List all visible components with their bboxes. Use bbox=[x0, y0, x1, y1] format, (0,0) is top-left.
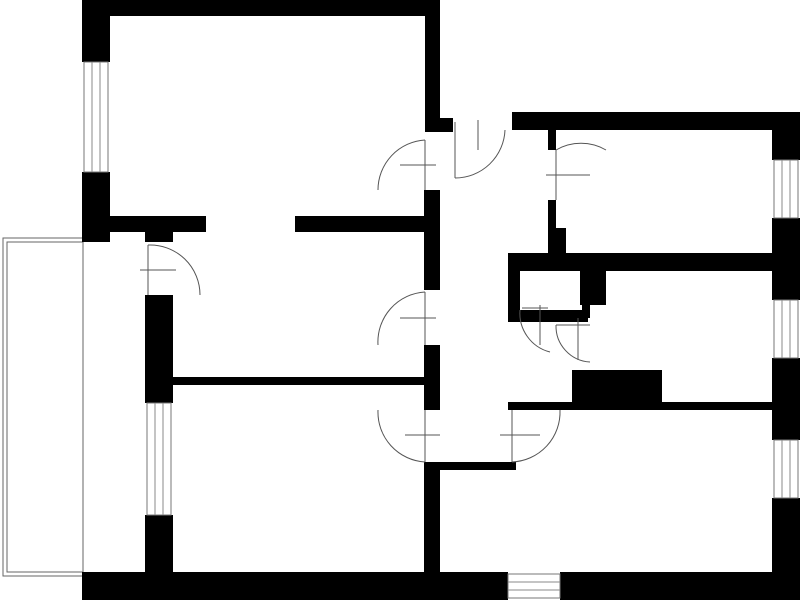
wall-bedroom-left-top bbox=[548, 128, 556, 150]
wall-left-lower bbox=[145, 515, 173, 580]
door-toilet bbox=[555, 318, 591, 363]
wall-main-right-stub bbox=[425, 118, 453, 132]
doors bbox=[140, 120, 607, 463]
window-left-lower bbox=[146, 402, 172, 516]
window-right-a bbox=[773, 159, 799, 219]
wall-left-upper-a bbox=[82, 0, 110, 62]
wall-left-mid bbox=[145, 295, 173, 403]
wall-corridor-left-a bbox=[424, 190, 440, 290]
wall-corridor-bottom bbox=[424, 462, 516, 470]
balcony bbox=[2, 237, 84, 577]
wall-left-mid-stub bbox=[145, 230, 173, 242]
wall-toilet-divider bbox=[582, 268, 590, 318]
door-bottom-right-room bbox=[500, 409, 561, 463]
wall-bath-bottom bbox=[508, 310, 548, 322]
counter-block bbox=[572, 370, 662, 404]
wall-corridor-left-b bbox=[424, 345, 440, 410]
wall-bottom-left bbox=[82, 572, 508, 600]
wall-right-partition-upper bbox=[508, 253, 800, 271]
door-middle-room bbox=[377, 291, 436, 346]
window-left-upper bbox=[83, 61, 109, 173]
wall-right-top-stub bbox=[512, 112, 520, 128]
wall-right-a bbox=[772, 112, 800, 160]
door-bedroom-left-lower bbox=[377, 409, 440, 463]
wall-bedroom-corner bbox=[548, 228, 566, 256]
window-bottom bbox=[507, 573, 561, 599]
door-main-room bbox=[377, 139, 436, 191]
wall-divider-middle bbox=[170, 377, 430, 385]
wall-bath-left bbox=[508, 253, 520, 321]
wall-bottom-right bbox=[560, 572, 800, 600]
wall-right-top bbox=[512, 112, 800, 130]
wall-partition-left bbox=[82, 216, 206, 232]
door-bathroom bbox=[519, 305, 551, 353]
wall-partition-right bbox=[295, 216, 440, 232]
door-bedroom-right-top bbox=[546, 142, 607, 200]
wall-corridor-left-c bbox=[424, 462, 440, 580]
wall-right-partition-lower bbox=[508, 402, 800, 410]
windows bbox=[83, 61, 799, 599]
wall-top-main bbox=[82, 0, 440, 16]
wall-right-c bbox=[772, 358, 800, 440]
wall-right-d bbox=[772, 498, 800, 600]
wall-main-right-top bbox=[425, 0, 440, 118]
walls bbox=[82, 0, 800, 600]
door-hall-top bbox=[454, 120, 506, 179]
window-right-b bbox=[773, 299, 799, 359]
door-balcony bbox=[140, 244, 201, 296]
window-right-c bbox=[773, 439, 799, 499]
